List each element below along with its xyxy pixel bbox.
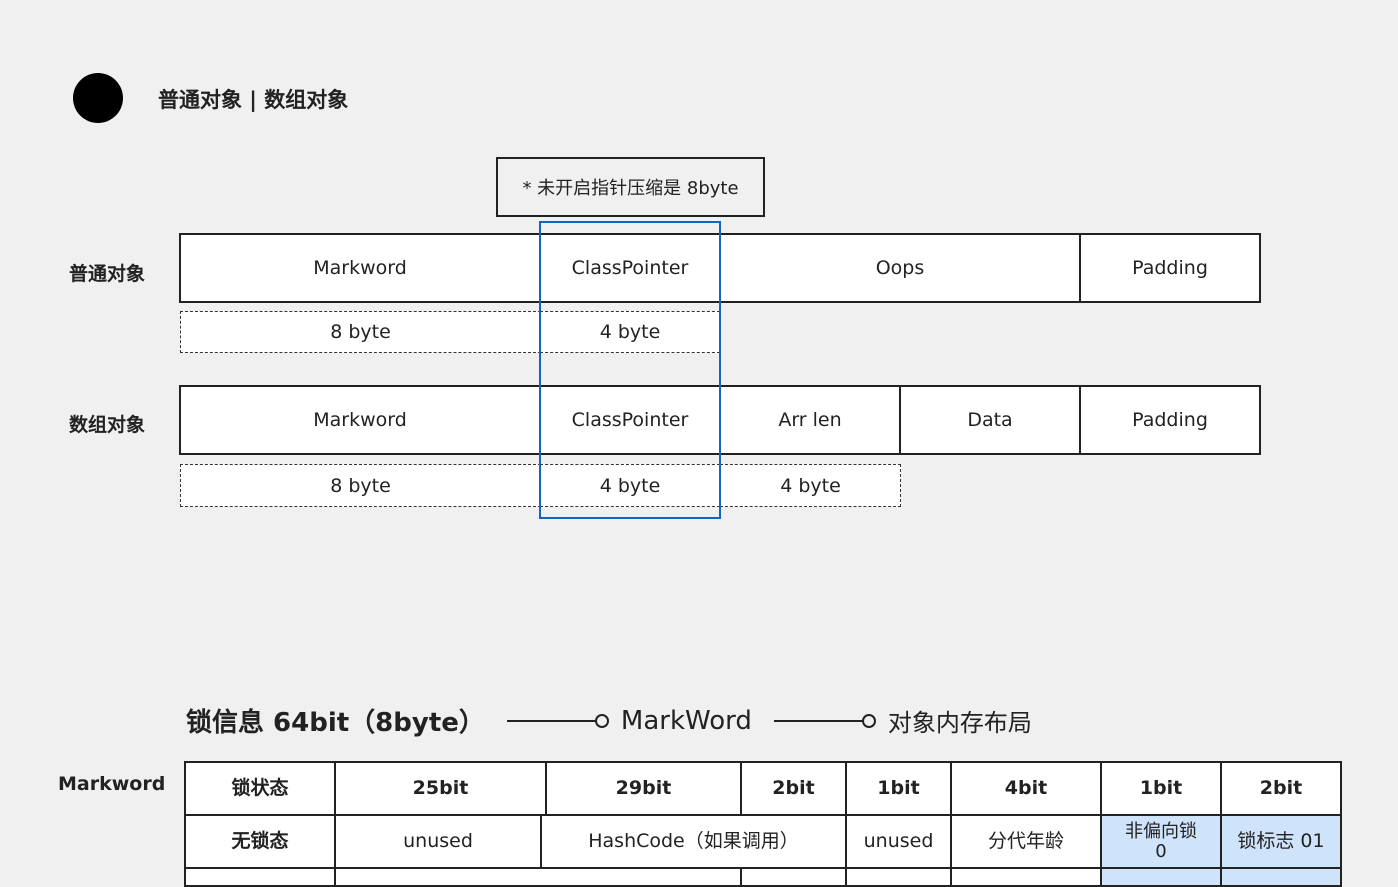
normal-markword-size: 8 byte bbox=[180, 311, 541, 353]
table-row bbox=[740, 867, 847, 887]
row-unlocked-state: 无锁态 bbox=[184, 814, 336, 869]
header-29bit: 29bit bbox=[545, 761, 742, 816]
normal-object-label: 普通对象 bbox=[69, 263, 146, 285]
table-row bbox=[1100, 867, 1222, 887]
table-row bbox=[334, 867, 742, 887]
header-4bit: 4bit bbox=[950, 761, 1102, 816]
page-heading: 普通对象 | 数组对象 bbox=[158, 88, 349, 112]
normal-classpointer-field: ClassPointer bbox=[539, 233, 721, 303]
row-unlocked-unused-2: unused bbox=[845, 814, 952, 869]
lock-info-title: 锁信息 64bit（8byte） bbox=[186, 708, 485, 738]
array-markword-size: 8 byte bbox=[180, 464, 541, 507]
array-classpointer-size: 4 byte bbox=[540, 464, 720, 507]
header-1bit-a: 1bit bbox=[845, 761, 952, 816]
normal-markword-field: Markword bbox=[179, 233, 541, 303]
header-2bit-b: 2bit bbox=[1220, 761, 1342, 816]
markword-table-label: Markword bbox=[58, 773, 166, 795]
array-arrlen-field: Arr len bbox=[719, 385, 901, 455]
header-2bit-a: 2bit bbox=[740, 761, 847, 816]
normal-classpointer-size: 4 byte bbox=[540, 311, 720, 353]
array-arrlen-size: 4 byte bbox=[720, 464, 901, 507]
row-unlocked-lock-flag: 锁标志 01 bbox=[1220, 814, 1342, 869]
header-lock-state: 锁状态 bbox=[184, 761, 336, 816]
array-markword-field: Markword bbox=[179, 385, 541, 455]
normal-oops-field: Oops bbox=[719, 233, 1081, 303]
table-row bbox=[845, 867, 952, 887]
array-data-field: Data bbox=[899, 385, 1081, 455]
row-unlocked-biased-bit: 非偏向锁 0 bbox=[1100, 814, 1222, 869]
connector-icon bbox=[506, 713, 609, 728]
table-row bbox=[950, 867, 1102, 887]
table-row bbox=[184, 867, 336, 887]
array-object-label: 数组对象 bbox=[69, 414, 146, 436]
connector-icon bbox=[773, 713, 876, 728]
row-unlocked-age: 分代年龄 bbox=[950, 814, 1102, 869]
table-row bbox=[1220, 867, 1342, 887]
row-unlocked-unused: unused bbox=[334, 814, 542, 869]
markword-link[interactable]: MarkWord bbox=[620, 705, 752, 736]
pointer-compression-note: * 未开启指针压缩是 8byte bbox=[496, 157, 765, 217]
normal-padding-field: Padding bbox=[1079, 233, 1261, 303]
row-unlocked-hashcode: HashCode（如果调用） bbox=[540, 814, 847, 869]
array-classpointer-field: ClassPointer bbox=[539, 385, 721, 455]
bullet-dot bbox=[73, 73, 123, 123]
header-25bit: 25bit bbox=[334, 761, 547, 816]
lock-info-line: 锁信息 64bit（8byte） MarkWord 对象内存布局 bbox=[186, 702, 1032, 739]
array-padding-field: Padding bbox=[1079, 385, 1261, 455]
object-layout-link[interactable]: 对象内存布局 bbox=[887, 709, 1032, 737]
header-1bit-b: 1bit bbox=[1100, 761, 1222, 816]
